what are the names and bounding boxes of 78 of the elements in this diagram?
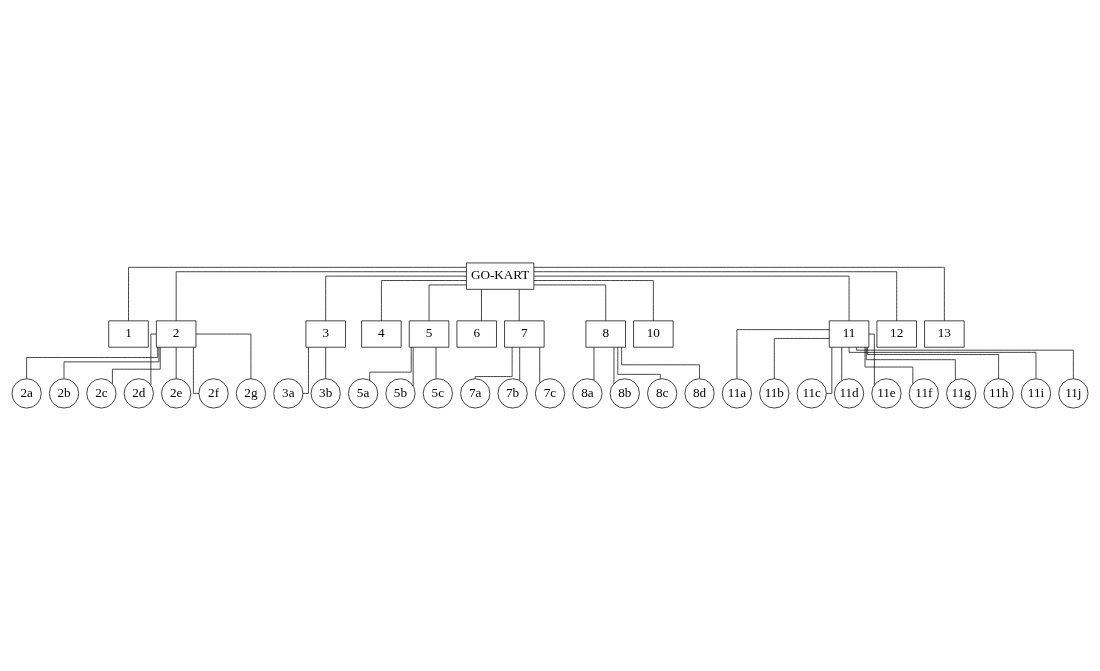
node-circle: 2b: [49, 378, 80, 409]
node-box: GO-KART: [466, 262, 535, 290]
connector: [865, 347, 956, 381]
connector: [428, 284, 467, 321]
connector: [867, 347, 999, 380]
connector: [864, 346, 914, 384]
node-circle: 7c: [534, 378, 566, 409]
node-circle: 11d: [834, 378, 865, 409]
node-box: 5: [408, 320, 450, 348]
node-circle: 11a: [721, 378, 752, 409]
connector: [826, 347, 833, 394]
node-circle: 11c: [796, 378, 827, 409]
connector: [533, 280, 654, 322]
connector: [63, 346, 160, 379]
node-circle: 11h: [983, 378, 1014, 409]
node-circle: 7b: [497, 378, 528, 409]
connector: [533, 284, 607, 321]
connector: [481, 289, 482, 322]
node-circle: 8b: [609, 378, 640, 409]
connector: [325, 347, 327, 380]
connector: [193, 347, 200, 394]
connector: [539, 347, 541, 384]
connector: [175, 347, 177, 380]
node-circle: 8a: [572, 378, 603, 409]
connector: [381, 280, 467, 322]
connector: [150, 333, 157, 386]
node-box: 11: [828, 320, 870, 348]
node-circle: 2c: [86, 378, 117, 409]
node-circle: 5a: [348, 378, 379, 409]
connector: [841, 347, 843, 381]
node-circle: 8d: [684, 378, 715, 409]
node-circle: 2a: [11, 378, 42, 409]
node-circle: 5c: [422, 378, 453, 409]
node-box: 4: [361, 320, 402, 348]
connector: [736, 329, 830, 379]
connector: [175, 271, 467, 322]
connector: [593, 347, 595, 381]
connector: [868, 333, 875, 386]
connector: [617, 346, 661, 380]
connector: [613, 347, 615, 384]
node-box: 7: [504, 320, 545, 348]
node-circle: 11e: [871, 378, 902, 409]
node-box: 8: [585, 320, 626, 348]
node-box: 6: [456, 320, 497, 348]
node-box: 13: [924, 320, 965, 348]
node-circle: 5b: [385, 378, 416, 409]
node-box: 2: [156, 320, 197, 348]
connector: [26, 347, 159, 379]
connector: [773, 338, 830, 380]
node-circle: 11f: [908, 378, 939, 409]
connector: [518, 289, 520, 322]
node-circle: 11g: [946, 378, 977, 409]
node-circle: 11i: [1020, 378, 1051, 409]
connector: [128, 266, 467, 321]
node-box: 10: [633, 320, 674, 348]
connector: [112, 346, 161, 384]
connector: [856, 347, 1074, 379]
node-box: 3: [305, 320, 346, 348]
connector: [533, 266, 945, 321]
node-circle: 11b: [759, 378, 790, 409]
connector: [533, 271, 898, 322]
connector: [412, 347, 414, 387]
connector: [474, 346, 513, 379]
node-circle: 2f: [198, 378, 229, 409]
connector: [519, 347, 521, 381]
node-circle: 2e: [161, 378, 192, 409]
connector: [369, 347, 412, 381]
node-circle: 7a: [460, 378, 491, 409]
connector: [325, 275, 467, 321]
node-circle: 11j: [1058, 378, 1089, 409]
node-circle: 3a: [273, 378, 304, 409]
connector: [848, 347, 1037, 379]
node-circle: 8c: [647, 378, 678, 409]
node-box: 12: [876, 320, 917, 348]
node-circle: 3b: [310, 378, 341, 409]
node-circle: 2g: [235, 378, 266, 409]
node-circle: 2d: [123, 378, 154, 409]
node-box: 1: [108, 320, 149, 348]
